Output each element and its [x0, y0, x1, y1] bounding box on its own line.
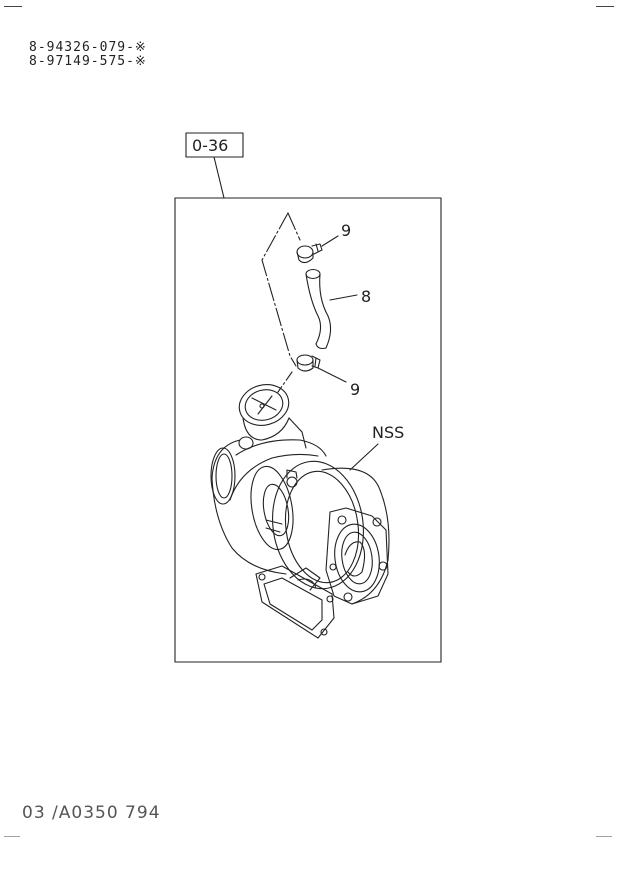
- diagram-frame: [174, 197, 442, 663]
- crop-mark-top-left: [4, 6, 22, 7]
- callout-clamp-top: 9: [341, 221, 351, 240]
- turbocharger: [210, 384, 390, 639]
- leader-clamp-bottom: [317, 367, 347, 383]
- crop-mark-bottom-left: [4, 836, 20, 837]
- leader-turbo: [349, 443, 379, 471]
- clamp-bottom: [296, 354, 321, 372]
- ref-leader: [213, 156, 225, 199]
- leader-clamp-top: [321, 235, 339, 247]
- drawing-code: 03 /A0350 794: [22, 803, 161, 823]
- callout-hose: 8: [361, 287, 371, 306]
- leader-hose: [329, 294, 358, 301]
- part-number-2: 8-97149-575-※: [29, 54, 147, 69]
- crop-mark-top-right: [596, 6, 614, 7]
- pipe-outline-left: [261, 212, 297, 367]
- pipe-outline-top: [287, 212, 301, 241]
- hose: [305, 268, 332, 350]
- clamp-top: [296, 243, 323, 264]
- ref-box-label: 0-36: [192, 136, 228, 155]
- crop-mark-bottom-right: [596, 836, 612, 837]
- callout-clamp-bottom: 9: [350, 380, 360, 399]
- part-number-1: 8-94326-079-※: [29, 40, 147, 55]
- pipe-outline-bottom: [277, 371, 293, 393]
- callout-turbo: NSS: [372, 423, 404, 442]
